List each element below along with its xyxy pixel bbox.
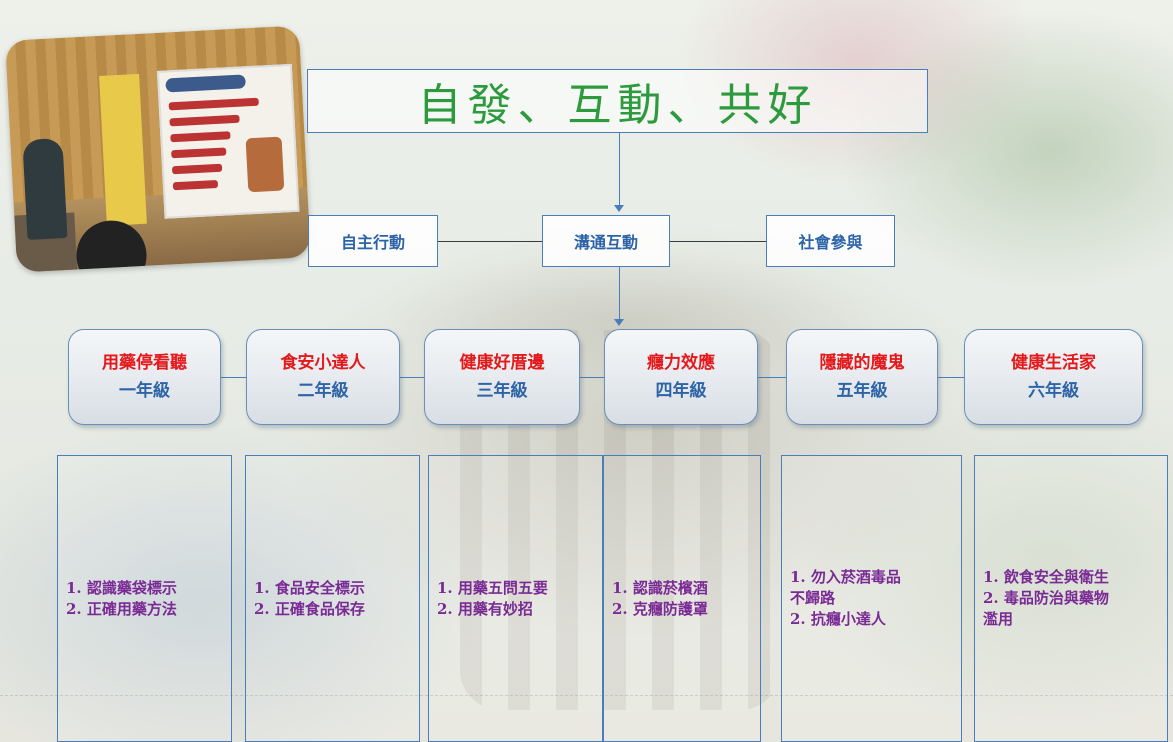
- core-box-participation: 社會參與: [766, 215, 895, 267]
- grade-box-3: 健康好厝邊 三年級: [424, 329, 580, 425]
- diagram-title: 自發、互動、共好: [417, 80, 818, 131]
- content-box-3: 1. 用藥五問五要 2. 用藥有妙招: [428, 455, 603, 742]
- connector-title-core: [619, 133, 620, 205]
- content-box-4: 1. 認識菸檳酒 2. 克癮防護罩: [603, 455, 761, 742]
- core-box-communication: 溝通互動: [542, 215, 670, 267]
- core-box-autonomy: 自主行動: [308, 215, 438, 267]
- classroom-photo: [5, 25, 311, 273]
- content-item: 1. 認識藥袋標示: [66, 578, 177, 597]
- content-item: 2. 抗癮小達人: [790, 610, 886, 628]
- content-item: 1. 用藥五問五要: [437, 578, 548, 597]
- content-item: 2. 正確食品保存: [254, 599, 365, 618]
- connector-core-grades: [619, 267, 620, 319]
- content-item: 不歸路: [790, 589, 836, 607]
- core-label-right: 社會參與: [798, 233, 863, 252]
- connector-grade-1-2: [221, 377, 246, 378]
- projection-screen: [156, 63, 300, 219]
- content-item: 1. 認識菸檳酒: [612, 578, 708, 597]
- speaker-figure: [22, 137, 68, 240]
- connector-grade-2-3: [400, 377, 424, 378]
- arrow-down-icon: [614, 205, 624, 212]
- content-item: 2. 毒品防治與藥物: [983, 589, 1109, 607]
- content-item: 1. 勿入菸酒毒品: [790, 568, 901, 586]
- grade-year: 五年級: [836, 381, 888, 401]
- connector-left-center: [438, 241, 542, 242]
- content-box-2: 1. 食品安全標示 2. 正確食品保存: [245, 455, 420, 742]
- connector-grade-5-6: [938, 377, 964, 378]
- grade-name: 用藥停看聽: [102, 353, 187, 373]
- core-label-left: 自主行動: [340, 233, 405, 252]
- grade-name: 健康生活家: [1011, 353, 1096, 373]
- grade-name: 健康好厝邊: [459, 353, 545, 373]
- grade-box-2: 食安小達人 二年級: [246, 329, 400, 425]
- grade-name: 食安小達人: [280, 353, 366, 373]
- connector-grade-4-5: [758, 377, 786, 378]
- connector-center-right: [670, 241, 766, 242]
- content-box-5: 1. 勿入菸酒毒品 不歸路 2. 抗癮小達人: [781, 455, 962, 742]
- grade-year: 三年級: [476, 381, 528, 401]
- content-item: 1. 食品安全標示: [254, 578, 365, 597]
- grade-name: 癮力效應: [647, 353, 715, 373]
- poison-bottle-icon: [245, 136, 285, 193]
- content-item: 2. 克癮防護罩: [612, 599, 708, 618]
- grade-year: 四年級: [655, 381, 707, 401]
- grade-box-1: 用藥停看聽 一年級: [68, 329, 221, 425]
- core-label-center: 溝通互動: [573, 233, 638, 252]
- grade-year: 一年級: [119, 381, 170, 401]
- content-item: 濫用: [983, 610, 1014, 628]
- connector-grade-3-4: [580, 377, 604, 378]
- arrow-down-icon: [614, 319, 624, 326]
- audience-head: [74, 218, 149, 273]
- grade-box-5: 隱藏的魔鬼 五年級: [786, 329, 938, 425]
- grade-name: 隱藏的魔鬼: [819, 353, 905, 373]
- content-item: 2. 正確用藥方法: [66, 599, 177, 618]
- grade-box-6: 健康生活家 六年級: [964, 329, 1143, 425]
- content-box-1: 1. 認識藥袋標示 2. 正確用藥方法: [57, 455, 232, 742]
- grade-year: 二年級: [297, 381, 349, 401]
- content-box-6: 1. 飲食安全與衛生 2. 毒品防治與藥物 濫用: [974, 455, 1168, 742]
- title-box: 自發、互動、共好: [307, 69, 928, 133]
- grade-year: 六年級: [1028, 381, 1079, 401]
- grade-box-4: 癮力效應 四年級: [604, 329, 758, 425]
- content-item: 2. 用藥有妙招: [437, 599, 533, 618]
- content-item: 1. 飲食安全與衛生: [983, 568, 1109, 586]
- footer-divider: [0, 695, 1173, 696]
